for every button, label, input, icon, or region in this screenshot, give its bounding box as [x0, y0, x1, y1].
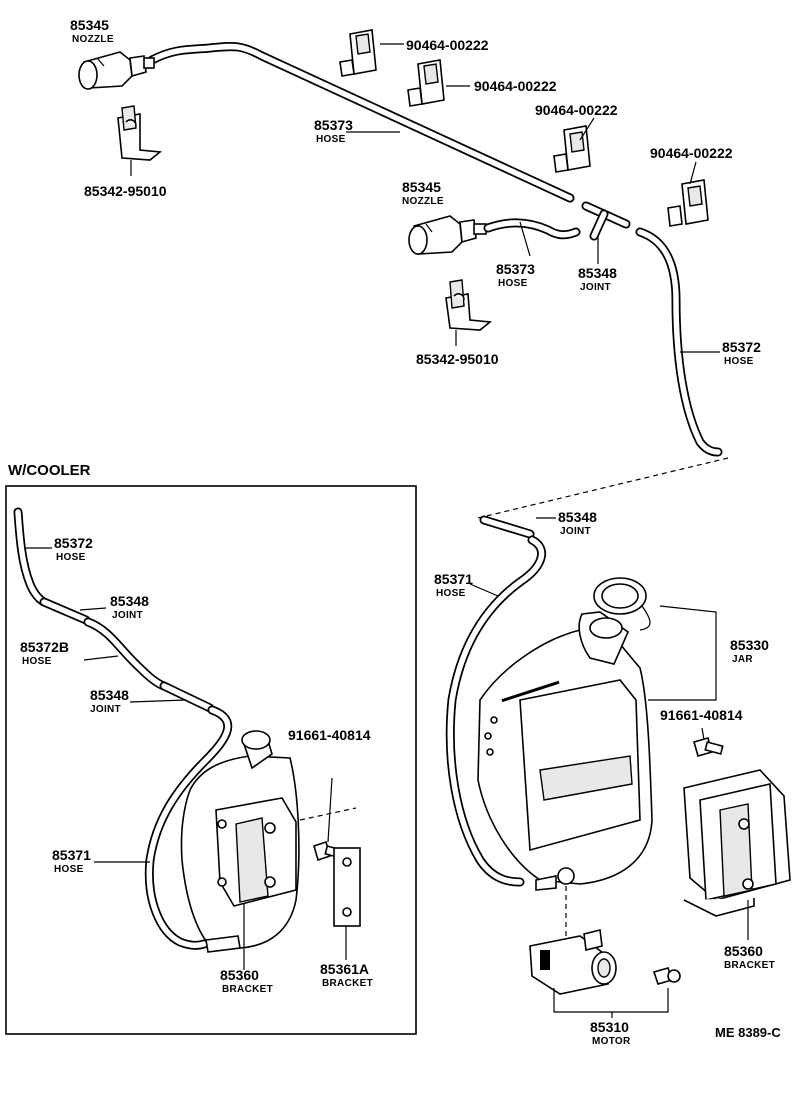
callout-number: 90464-00222 — [406, 37, 489, 53]
callout-name: BRACKET — [724, 960, 775, 971]
callout-number: 85371 — [434, 571, 473, 587]
bracket-right — [683, 769, 791, 917]
hose-85372-right — [635, 227, 723, 457]
nozzle-mid — [408, 215, 487, 255]
callout-number: 85360 — [220, 967, 259, 983]
cooler-section-frame — [5, 485, 417, 1035]
callout-name: HOSE — [316, 134, 346, 145]
callout-number: 85360 — [724, 943, 763, 959]
bracket-clip-top — [117, 105, 163, 161]
callout-name: HOSE — [54, 864, 84, 875]
top-leaders — [130, 43, 749, 940]
callout-number: 85348 — [90, 687, 129, 703]
callout-name: MOTOR — [592, 1036, 631, 1047]
callout-number: 90464-00222 — [650, 145, 733, 161]
joint-top — [581, 201, 631, 241]
clip-1 — [339, 29, 377, 77]
callout-number: 85373 — [314, 117, 353, 133]
callout-number: 90464-00222 — [535, 102, 618, 118]
motor-leader — [553, 988, 669, 1018]
drawing-code: ME 8389-C — [715, 1025, 781, 1040]
bracket-clip-mid — [445, 279, 493, 331]
callout-number: 85372B — [20, 639, 69, 655]
callout-number: 85372 — [54, 535, 93, 551]
cooler-joint-85348-2 — [159, 681, 215, 713]
clip-4 — [667, 179, 709, 227]
cooler-leaders — [26, 547, 347, 970]
callout-number: 85330 — [730, 637, 769, 653]
nozzle-top — [78, 51, 155, 90]
cooler-hose-85372B — [83, 617, 169, 691]
callout-name: JOINT — [580, 282, 611, 293]
callout-number: 85342-95010 — [84, 183, 167, 199]
callout-name: BRACKET — [222, 984, 273, 995]
callout-number: 85361A — [320, 961, 369, 977]
callout-number: 85348 — [110, 593, 149, 609]
callout-name: HOSE — [56, 552, 86, 563]
jar-85330 — [477, 577, 653, 891]
callout-name: HOSE — [22, 656, 52, 667]
cooler-hose-85372 — [13, 507, 49, 607]
callout-number: 85342-95010 — [416, 351, 499, 367]
clip-2 — [407, 59, 445, 107]
callout-number: 85371 — [52, 847, 91, 863]
callout-name: HOSE — [498, 278, 528, 289]
callout-name: BRACKET — [322, 978, 373, 989]
callout-number: 91661-40814 — [288, 727, 371, 743]
callout-name: JOINT — [560, 526, 591, 537]
callout-number: 85372 — [722, 339, 761, 355]
cooler-hose-85371 — [144, 705, 233, 950]
motor-85310 — [529, 886, 681, 995]
callout-name: HOSE — [436, 588, 466, 599]
connection-dashed-line — [477, 457, 729, 519]
callout-name: JOINT — [90, 704, 121, 715]
callout-number: 85345 — [70, 17, 109, 33]
callout-name: HOSE — [724, 356, 754, 367]
callout-number: 91661-40814 — [660, 707, 743, 723]
callout-number: 85345 — [402, 179, 441, 195]
bolt-right — [693, 737, 724, 757]
callout-number: 85348 — [558, 509, 597, 525]
hose-85373-long — [147, 41, 575, 203]
hose-85373-mid — [483, 218, 581, 240]
hose-85371-right — [445, 535, 546, 887]
joint-right — [479, 515, 535, 539]
labels: W/COOLER ME 8389-C 85345 NOZZLE 85342-95… — [8, 17, 781, 1047]
callout-number: 85310 — [590, 1019, 629, 1035]
callout-number: 85373 — [496, 261, 535, 277]
callout-name: NOZZLE — [72, 34, 114, 45]
callout-number: 85348 — [578, 265, 617, 281]
callout-number: 90464-00222 — [474, 78, 557, 94]
callout-name: NOZZLE — [402, 196, 444, 207]
callout-name: JOINT — [112, 610, 143, 621]
cooler-bracket-85361A — [333, 847, 361, 927]
callout-name: JAR — [732, 654, 753, 665]
cooler-joint-85348-1 — [39, 597, 91, 625]
cooler-bracket-85360 — [215, 797, 297, 907]
section-label: W/COOLER — [8, 462, 91, 479]
clip-3 — [553, 125, 591, 173]
jar-leader — [648, 605, 717, 701]
